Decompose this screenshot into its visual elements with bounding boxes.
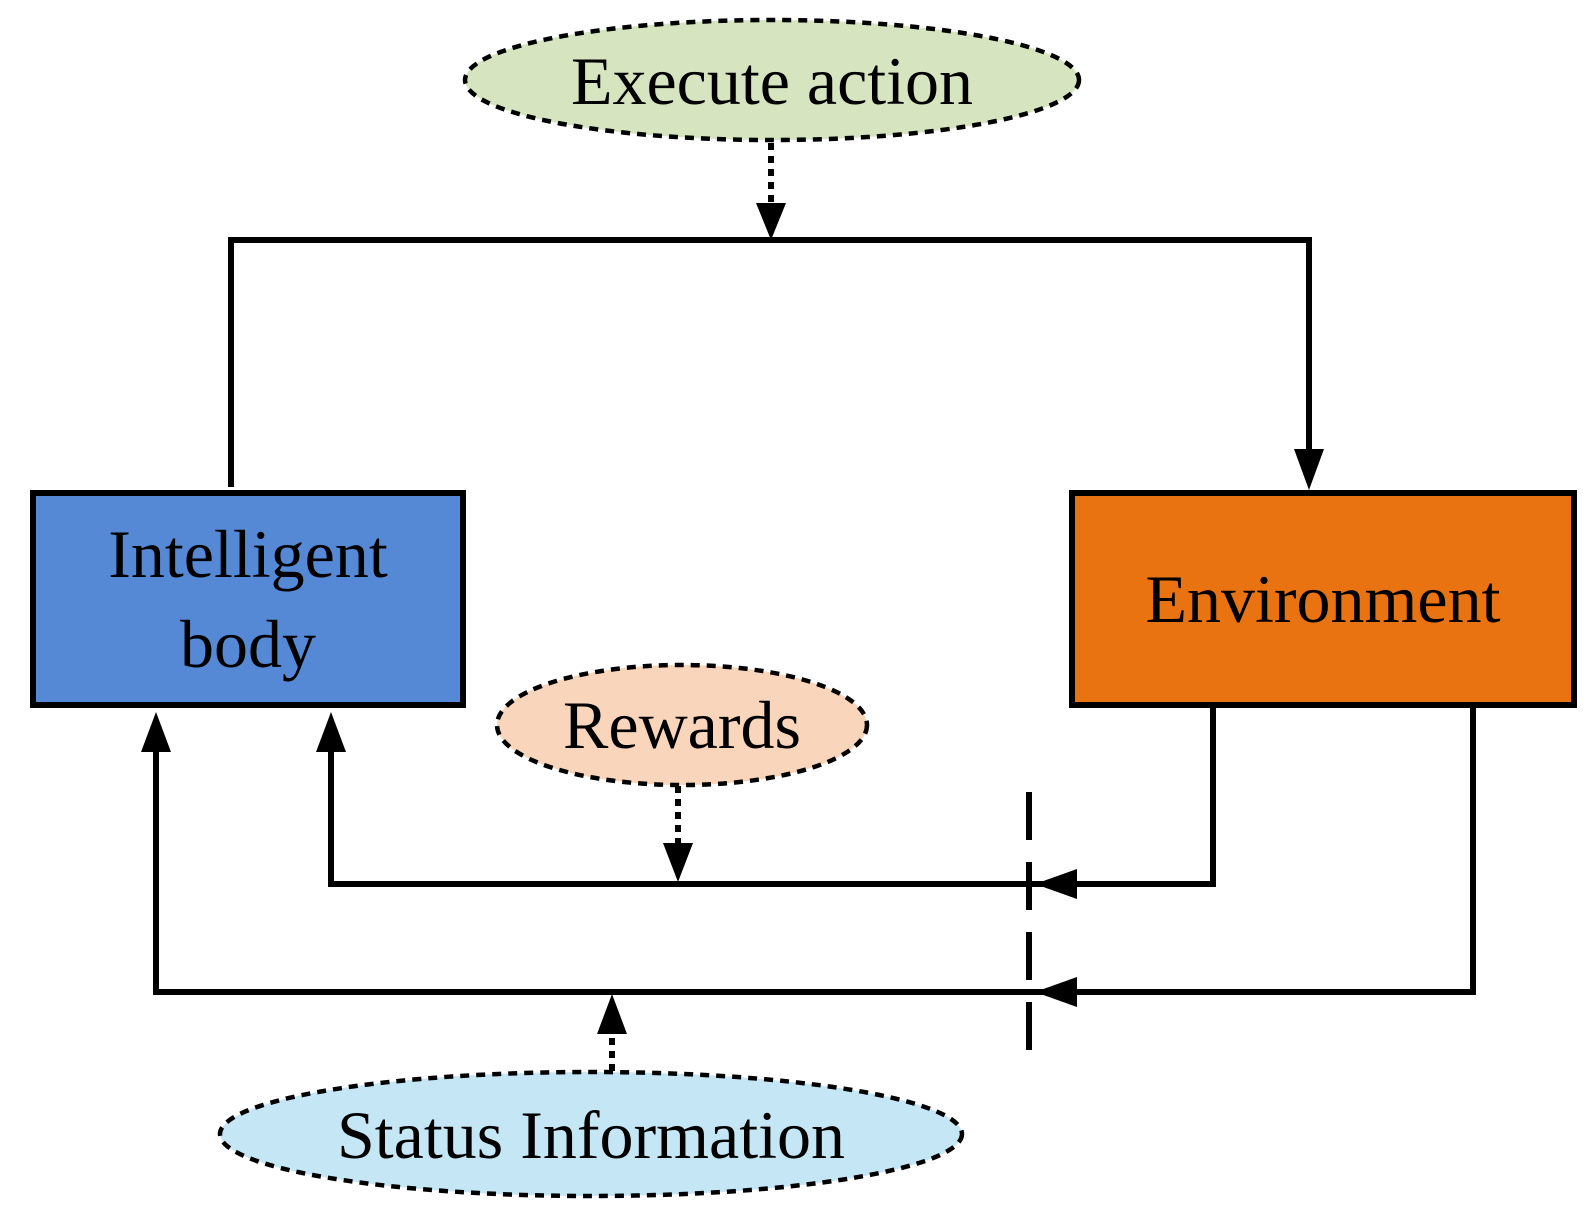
agent-box [30,490,466,708]
environment-label: Environment [1145,561,1500,637]
reward-arrowhead [316,712,346,752]
state-connector [153,705,1476,995]
status-information-ellipse [217,1069,965,1199]
rewards-label: Rewards [563,687,801,763]
execute-action-pointer-arrowhead [756,203,786,240]
state-cut-arrowhead [1035,977,1077,1007]
action-connector [228,237,1312,487]
reward-cut-arrowhead [1035,869,1077,899]
status-pointer-arrowhead [597,994,627,1034]
state-arrowhead [141,712,171,752]
rewards-ellipse [494,662,870,788]
reward-connector [328,705,1216,887]
agent-label-line1: Intelligent [108,516,388,592]
execute-action-label: Execute action [571,43,973,119]
action-arrowhead [1294,449,1324,490]
environment-box [1069,490,1577,708]
status-information-label: Status Information [337,1097,845,1173]
execute-action-ellipse [462,17,1082,143]
rewards-pointer-arrowhead [663,843,693,882]
agent-label-line2: body [180,606,316,682]
